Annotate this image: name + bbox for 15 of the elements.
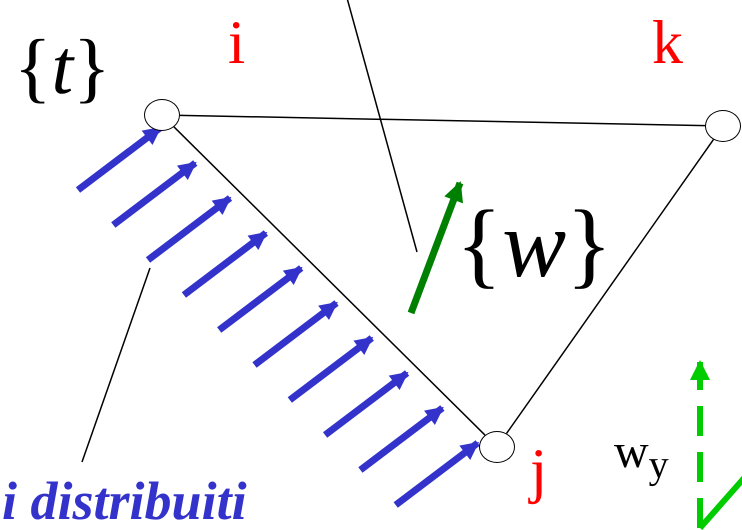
node-circle — [479, 431, 515, 463]
node-label: k — [652, 12, 683, 74]
node-circle — [144, 99, 180, 131]
vector-label: {t} — [14, 28, 111, 106]
element-edge — [174, 126, 486, 436]
node-label: j — [530, 440, 548, 502]
node-circle — [705, 110, 741, 142]
leader-line — [346, 0, 418, 252]
load-label: i distribuiti — [2, 474, 247, 528]
vector-label: {w} — [456, 196, 612, 292]
leader-line — [81, 268, 151, 462]
component-label: w$_{y}$ — [614, 428, 669, 485]
element-edge — [180, 114, 706, 126]
element-edge — [506, 139, 714, 434]
node-label: i — [228, 12, 246, 74]
